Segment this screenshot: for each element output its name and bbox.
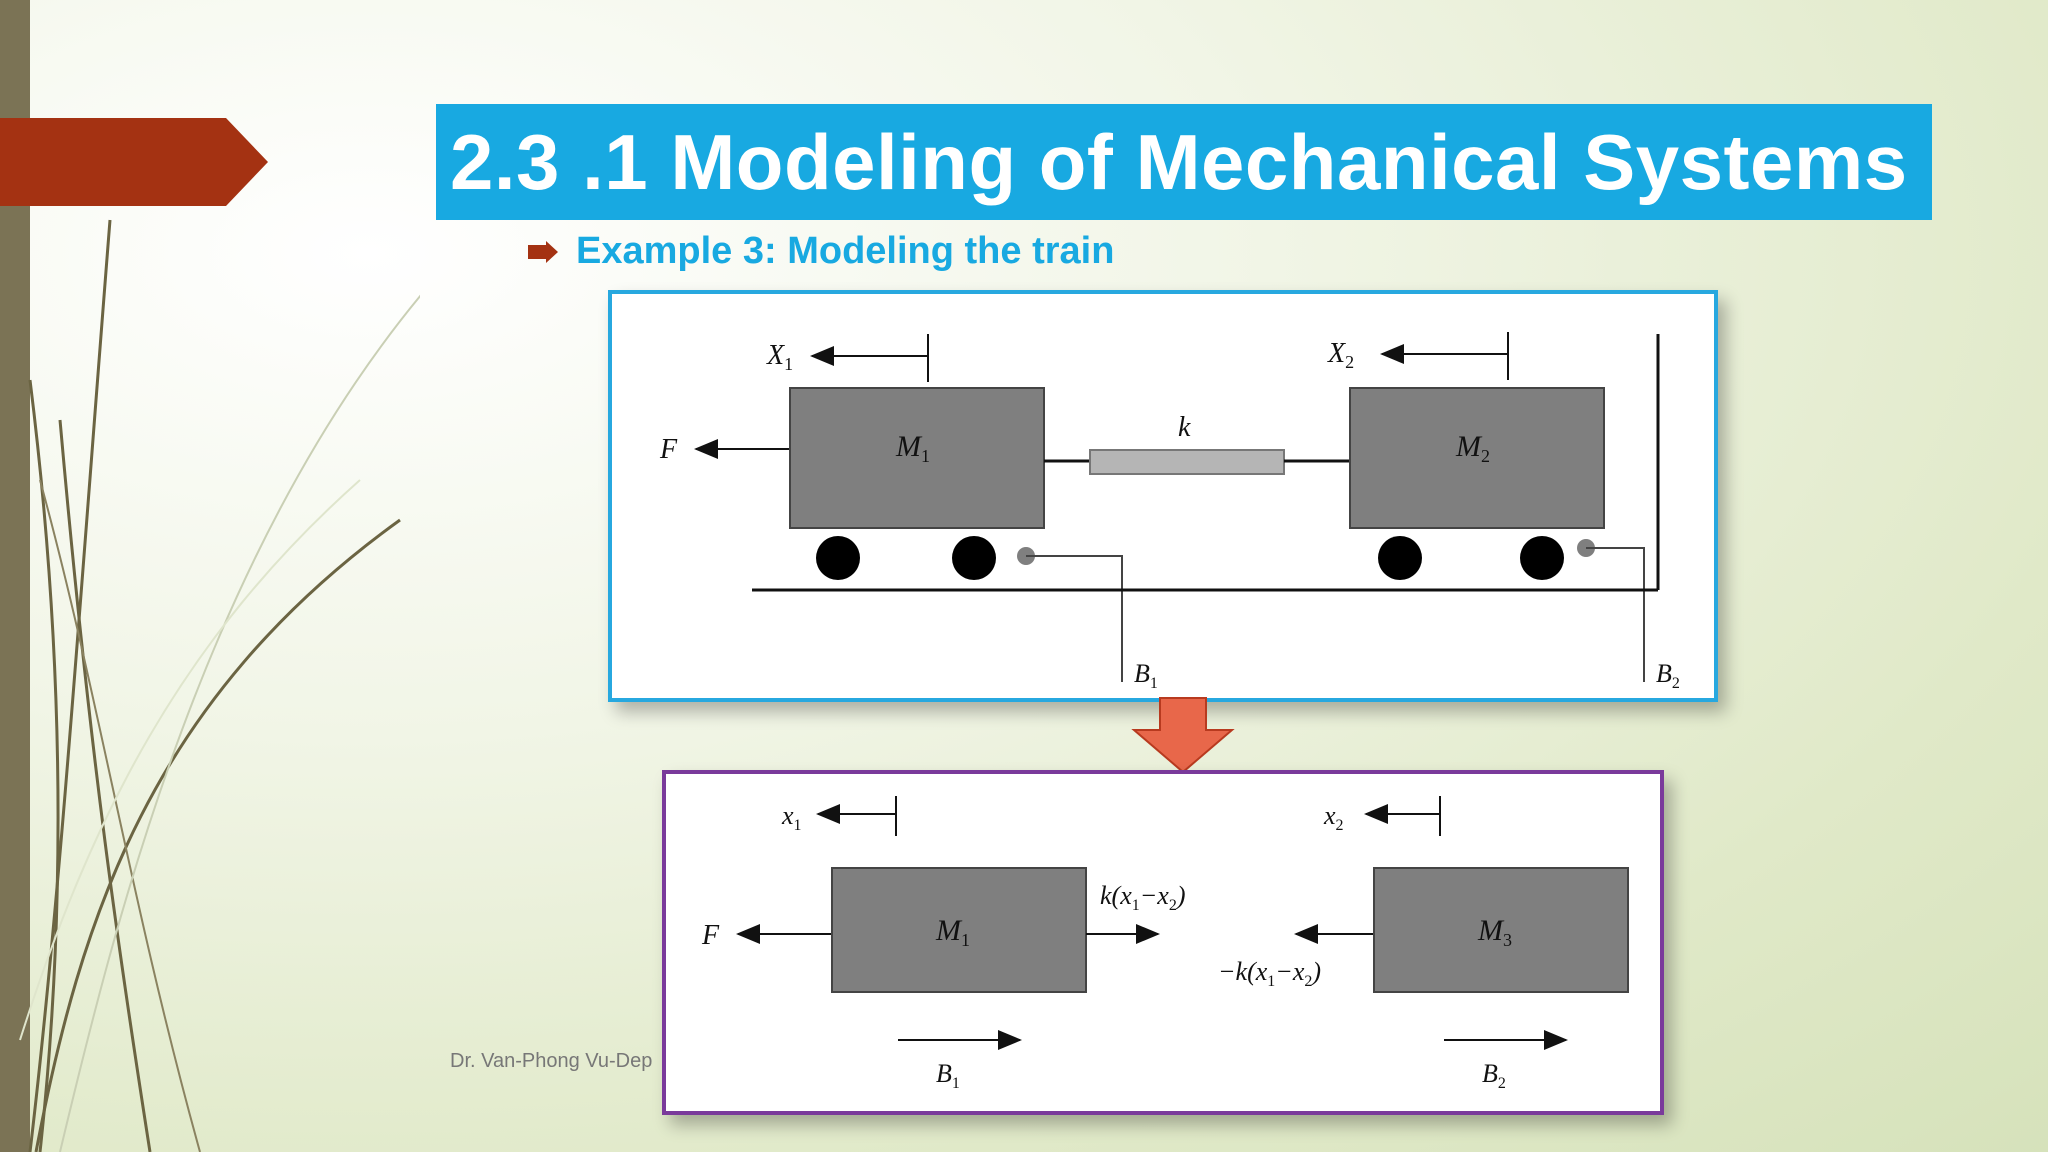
fbd-x1-label: x1 — [781, 801, 802, 834]
train-system-diagram: X1 X2 F M1 k M2 B1 B2 — [608, 290, 1718, 702]
wheel-4 — [1520, 536, 1564, 580]
decorative-curves — [19, 219, 420, 1152]
force-label: F — [659, 434, 678, 465]
fbd-force-label: F — [701, 920, 720, 951]
down-arrow-icon — [1131, 697, 1235, 774]
spring-force-left-label: −k(x1−x2) — [1218, 957, 1321, 990]
wheel-3 — [1378, 536, 1422, 580]
example-subtitle: Example 3: Modeling the train — [576, 230, 1115, 272]
fbd-mass-m3-label: M3 — [1477, 914, 1512, 950]
mass-m1-block — [789, 387, 1045, 529]
title-banner: 2.3 .1 Modeling of Mechanical Systems — [436, 104, 1932, 220]
spring-force-right-label: k(x1−x2) — [1100, 881, 1186, 914]
chevron-tab-icon — [0, 118, 268, 206]
x2-label: X2 — [1327, 338, 1354, 372]
fbd-b2-label: B2 — [1482, 1059, 1506, 1092]
mass-m2-block — [1349, 387, 1605, 529]
free-body-diagram: x1 x2 F M1 k(x1−x2) −k(x1−x2) M3 B1 B2 — [662, 770, 1664, 1115]
page-title: 2.3 .1 Modeling of Mechanical Systems — [450, 117, 1908, 206]
wheel-1 — [816, 536, 860, 580]
fbd-mass-m1-label: M1 — [935, 914, 970, 950]
mass-m2-label: M2 — [1455, 430, 1490, 466]
fbd-b1-label: B1 — [936, 1059, 960, 1092]
fbd-mass-m3-block — [1373, 867, 1629, 993]
author-footer: Dr. Van-Phong Vu-Dep — [450, 1050, 653, 1072]
spring-label: k — [1178, 412, 1191, 443]
wheel-2 — [952, 536, 996, 580]
mass-m1-label: M1 — [895, 430, 930, 466]
x1-label: X1 — [766, 340, 793, 374]
spring-k — [1089, 449, 1285, 475]
subtitle-row: Example 3: Modeling the train — [528, 230, 1114, 273]
damper-b1-label: B1 — [1134, 659, 1158, 692]
damper-b2-label: B2 — [1656, 659, 1680, 692]
fbd-mass-m1-block — [831, 867, 1087, 993]
arrow-bullet-icon — [528, 240, 558, 263]
fbd-x2-label: x2 — [1323, 801, 1344, 834]
damper-b1-line — [1026, 555, 1123, 682]
damper-b2-line — [1586, 547, 1645, 682]
